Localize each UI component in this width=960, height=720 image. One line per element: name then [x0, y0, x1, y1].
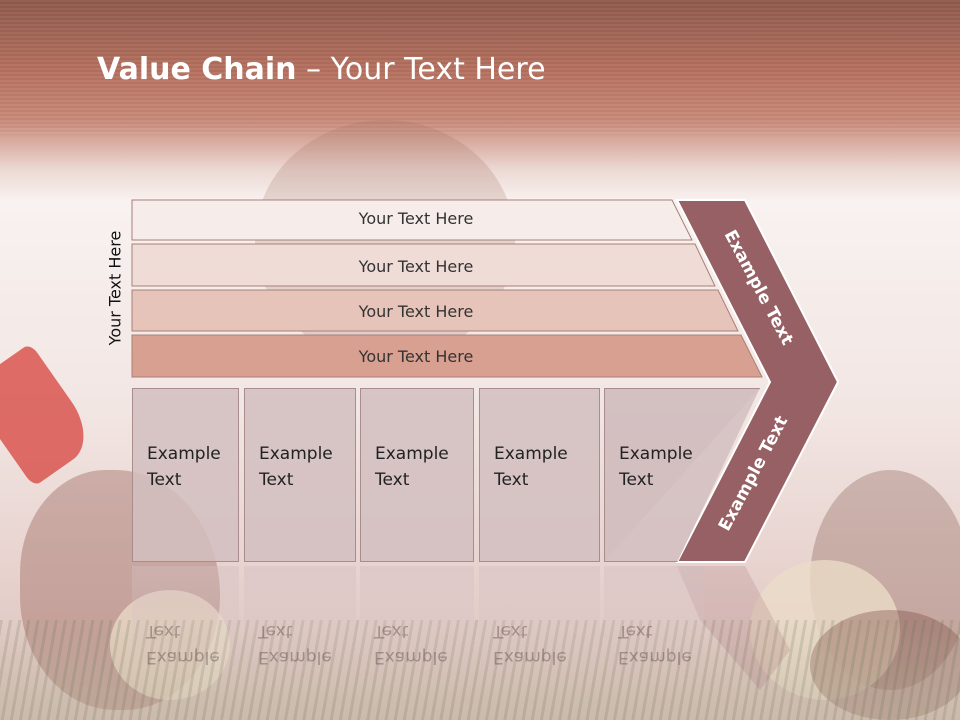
box-5-reflection-line2: Text [618, 621, 653, 641]
box-2-reflection-line1: Example [258, 647, 332, 667]
activity-box-2-line2: Text [259, 470, 294, 490]
bar-4[interactable]: Your Text Here [131, 334, 763, 378]
box-3-reflection-line2: Text [374, 621, 409, 641]
box-3-reflection-text: Example Text [374, 618, 464, 670]
bar-1-shape [131, 199, 693, 241]
title-rest-part: – Your Text Here [296, 52, 546, 87]
box-5-reflection-line1: Example [618, 647, 692, 667]
box-4-reflection-text: Example Text [493, 618, 583, 670]
bar-4-label: Your Text Here [358, 347, 474, 366]
box-5-reflection: Example Text [604, 566, 704, 686]
bar-2-label: Your Text Here [358, 257, 474, 276]
activity-box-4-line1: Example [494, 444, 568, 464]
bar-1[interactable]: Your Text Here [131, 199, 693, 241]
bar-2-shape [131, 243, 716, 287]
box-5-reflection-text: Example Text [618, 618, 708, 670]
bar-3[interactable]: Your Text Here [131, 289, 739, 332]
box-1-reflection-text: Example Text [146, 618, 236, 670]
activity-box-3-line1: Example [375, 444, 449, 464]
box-4-reflection-line1: Example [493, 647, 567, 667]
box-1-reflection-line2: Text [146, 621, 181, 641]
chevron-shape [675, 199, 840, 563]
box-1-reflection-line1: Example [146, 647, 220, 667]
title-bold-part: Value Chain [97, 52, 297, 87]
bar-3-shape [131, 289, 739, 332]
bar-1-label: Your Text Here [358, 209, 474, 228]
activity-box-3-line2: Text [375, 470, 410, 490]
bar-3-label: Your Text Here [358, 302, 474, 321]
slide-title: Value Chain – Your Text Here [97, 52, 546, 87]
box-2-reflection-text: Example Text [258, 618, 348, 670]
box-2-reflection-line2: Text [258, 621, 293, 641]
chevron-reflection [677, 566, 790, 690]
box-4-reflection: Example Text [479, 566, 600, 686]
grass [0, 620, 960, 720]
activity-box-2-line1: Example [259, 444, 333, 464]
box-4-reflection-line2: Text [493, 621, 528, 641]
activity-box-5-line1: Example [619, 444, 693, 464]
title-band [0, 0, 960, 200]
activity-box-5-line2: Text [619, 470, 654, 490]
box-3-reflection: Example Text [360, 566, 474, 686]
activity-box-1-line1: Example [147, 444, 221, 464]
box-3-reflection-line1: Example [374, 647, 448, 667]
activity-box-1-line2: Text [147, 470, 182, 490]
bar-2[interactable]: Your Text Here [131, 243, 716, 287]
box-1-reflection: Example Text [132, 566, 239, 686]
activity-box-4-line2: Text [494, 470, 529, 490]
bar-4-shape [131, 334, 763, 378]
title-band-texture [0, 0, 960, 135]
box-2-reflection: Example Text [244, 566, 356, 686]
